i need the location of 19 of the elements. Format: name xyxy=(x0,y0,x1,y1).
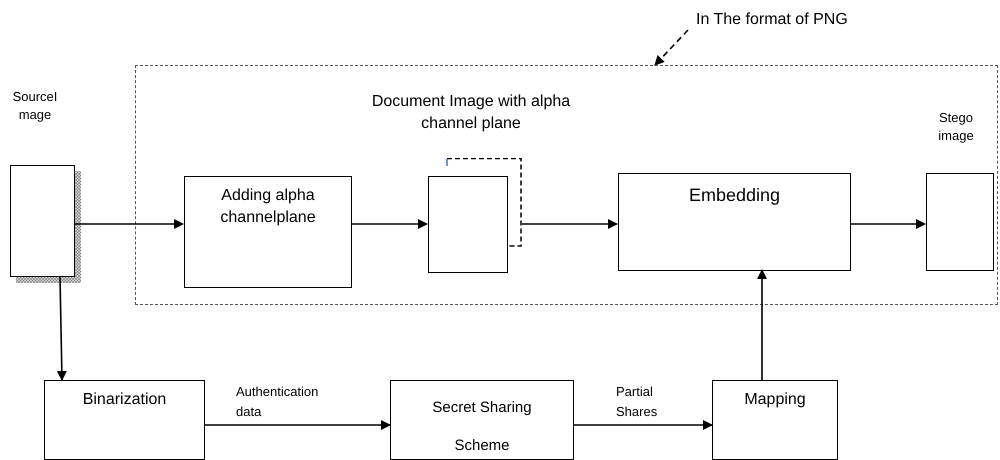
process-box: Secret Sharing Scheme xyxy=(390,380,574,460)
arrow xyxy=(351,219,428,229)
arrow xyxy=(574,420,713,430)
heading-text: SourceI mage xyxy=(12,88,58,124)
process-box: Mapping xyxy=(712,380,838,460)
arrow xyxy=(757,269,767,380)
process-box: Embedding xyxy=(618,173,851,271)
leader-arrow xyxy=(654,29,689,66)
arrow xyxy=(850,219,926,229)
process-box: Binarization xyxy=(44,380,205,460)
note-text: In The format of PNG xyxy=(696,11,848,28)
process-box: Adding alpha channelplane xyxy=(184,176,352,288)
arrow xyxy=(56,276,67,381)
arrow xyxy=(75,219,184,229)
arrow xyxy=(205,420,391,430)
heading-text: Document Image with alpha channel plane xyxy=(370,92,572,134)
dashed-region xyxy=(135,65,998,305)
heading-text: Stego image xyxy=(937,109,975,145)
arrow xyxy=(522,219,618,229)
